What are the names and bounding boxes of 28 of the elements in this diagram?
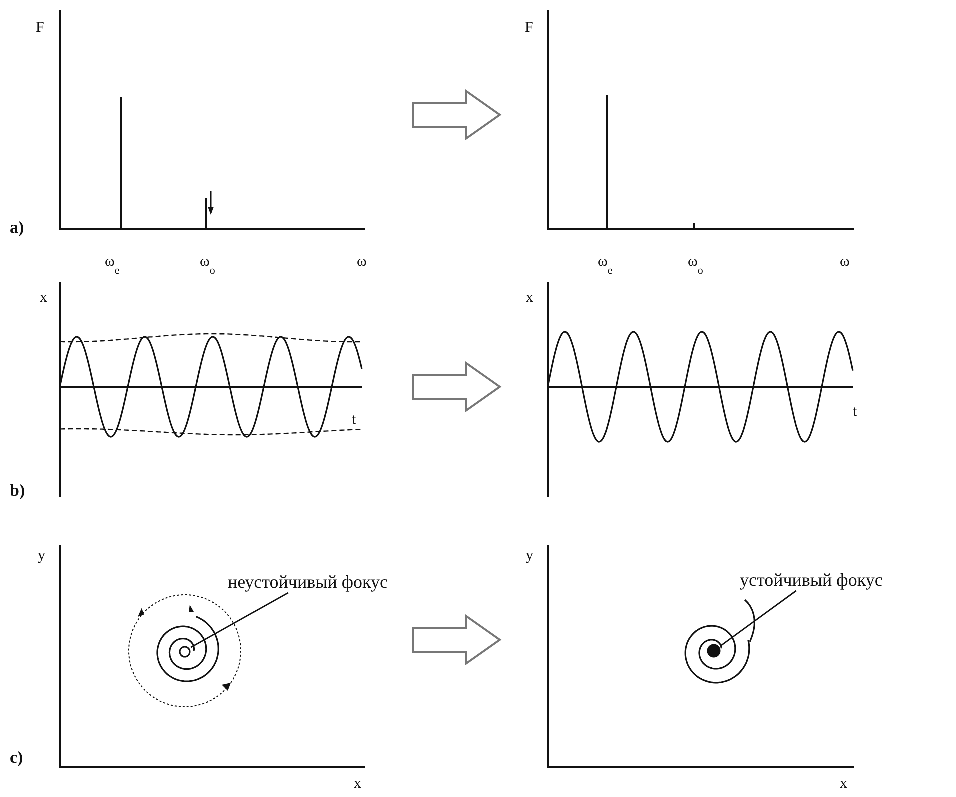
axis-label: y: [526, 548, 534, 564]
leader-line: [190, 592, 289, 648]
leader-line: [720, 590, 797, 646]
frequency-label: ω: [840, 254, 850, 270]
frequency-label: ω$_{o}$: [688, 254, 704, 279]
panel-label: a): [10, 220, 24, 236]
panel-label: b): [10, 483, 26, 499]
panel-label: c): [10, 750, 24, 766]
axis-label: t: [352, 412, 356, 428]
axis-label: x: [354, 776, 362, 792]
frequency-label: ω$_{e}$: [598, 254, 613, 279]
frequency-label: ω$_{e}$: [105, 254, 120, 279]
frequency-label: ω: [357, 254, 367, 270]
block-arrow: [412, 614, 502, 666]
block-arrow: [412, 89, 502, 141]
axis-label: F: [36, 20, 44, 36]
axis-label: x: [40, 290, 48, 306]
block-arrow: [412, 361, 502, 413]
frequency-label: ω$_{o}$: [200, 254, 216, 279]
annotation-text: неустойчивый фокус: [228, 571, 388, 593]
axis-label: y: [38, 548, 46, 564]
axis-label: t: [853, 404, 858, 420]
annotation-text: устойчивый фокус: [740, 569, 883, 591]
focus-point: [179, 645, 191, 657]
axis-label: x: [840, 776, 848, 792]
axis-label: x: [526, 290, 534, 306]
axis-label: F: [525, 20, 534, 36]
focus-point: [707, 644, 721, 658]
